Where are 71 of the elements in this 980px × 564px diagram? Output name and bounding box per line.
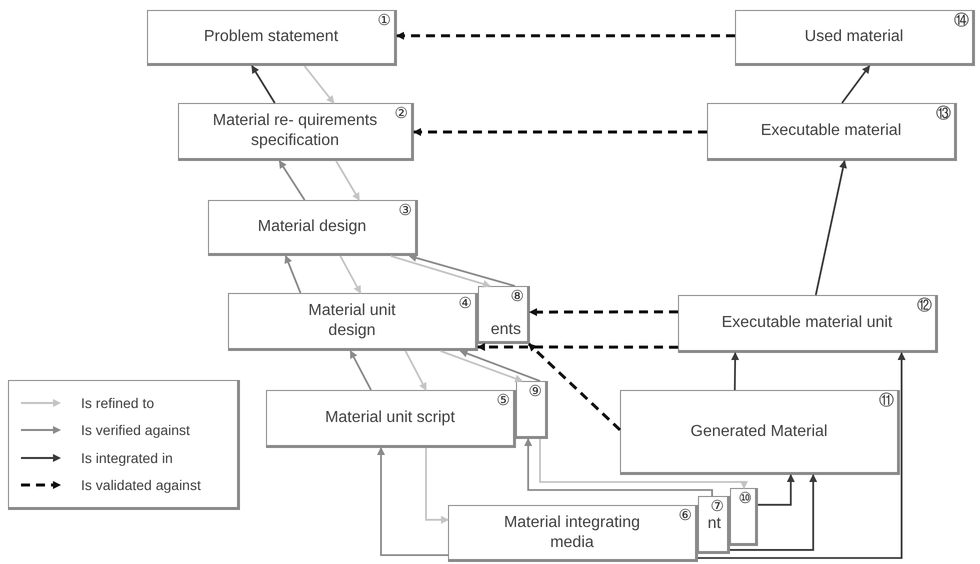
process-box	[620, 390, 900, 475]
box-label: Executable material unit	[722, 313, 892, 333]
box-label: ents	[490, 321, 521, 339]
step-number: ⑧	[510, 288, 524, 304]
arrow	[408, 254, 516, 287]
arrow	[340, 256, 362, 294]
arrow	[524, 438, 713, 496]
box-label: Material unit design	[307, 301, 397, 341]
dashed-arrow	[396, 32, 735, 40]
legend-label: Is integrated in	[81, 450, 173, 466]
arrow	[539, 439, 748, 489]
legend-label: Is refined to	[81, 394, 154, 411]
arrow	[814, 160, 847, 296]
step-number: ⑦	[710, 498, 724, 514]
process-box	[147, 10, 397, 66]
process-box	[448, 505, 698, 562]
process-box	[707, 103, 957, 161]
arrow	[304, 65, 334, 104]
process-box	[266, 390, 516, 448]
arrow	[758, 474, 795, 506]
process-box	[735, 10, 975, 66]
box-label: Material design	[258, 217, 366, 237]
arrow	[440, 350, 524, 382]
arrow	[251, 65, 276, 104]
step-number: ⑥	[678, 507, 692, 523]
step-number: ①	[378, 12, 391, 28]
step-number: ⑬	[936, 105, 951, 121]
process-box	[178, 103, 414, 161]
box-label: Material integrating media	[502, 512, 642, 552]
step-number: ⑭	[954, 12, 969, 28]
dashed-arrow	[413, 128, 707, 136]
box-label: Used material	[804, 27, 904, 47]
step-number: ⑩	[738, 490, 752, 506]
box-label: Material re- quirements specification	[212, 111, 378, 151]
process-box	[698, 496, 730, 554]
step-number: ⑫	[917, 297, 932, 313]
box-label: Material unit script	[325, 408, 455, 428]
step-number: ②	[394, 105, 408, 121]
dashed-arrow	[528, 342, 622, 432]
legend-label: Is verified against	[81, 422, 190, 438]
arrow	[390, 255, 491, 288]
arrow	[698, 352, 906, 559]
box-label: Problem statement	[204, 27, 338, 47]
arrow	[841, 65, 870, 104]
step-number: ⑨	[528, 383, 542, 399]
process-box	[516, 381, 548, 439]
process-box	[228, 293, 478, 351]
arrow	[284, 255, 302, 294]
dashed-arrow	[477, 342, 678, 351]
arrow	[731, 352, 740, 390]
arrow	[425, 448, 449, 524]
box-label: nt	[708, 515, 721, 533]
process-box	[208, 200, 418, 256]
box-label: Generated Material	[690, 422, 828, 442]
step-number: ⑤	[496, 392, 510, 408]
dashed-arrow	[529, 308, 678, 316]
arrow	[404, 350, 427, 391]
step-number: ③	[398, 202, 412, 218]
box-label: Executable material	[760, 121, 902, 141]
arrow	[377, 447, 448, 556]
step-number: ⑪	[879, 392, 894, 408]
arrow	[335, 160, 360, 201]
arrow	[278, 160, 306, 200]
step-number: ④	[458, 295, 472, 311]
arrow	[350, 350, 372, 390]
process-box	[730, 488, 758, 546]
arrow	[730, 474, 818, 551]
legend-label: Is validated against	[81, 477, 201, 494]
process-box	[478, 286, 530, 344]
arrow	[460, 350, 540, 382]
process-box	[678, 295, 938, 353]
